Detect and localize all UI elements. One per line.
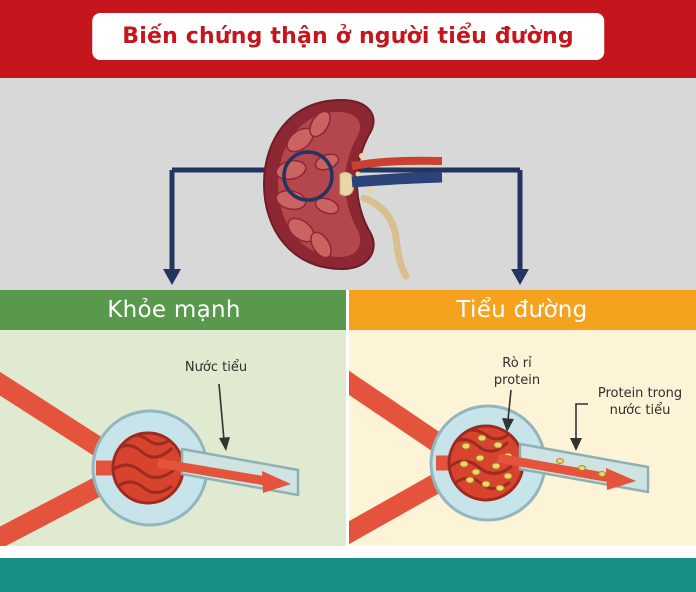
protein-urine-label-arrow xyxy=(570,403,588,451)
flow-arrowhead xyxy=(262,471,291,493)
diabetes-body: Rò rỉ protein Protein trong nước tiểu xyxy=(348,330,696,546)
diabetes-header-label: Tiểu đường xyxy=(456,297,588,323)
magnifier-circle xyxy=(282,150,334,202)
panel-divider xyxy=(346,290,349,546)
diabetic-glomerulus-illustration xyxy=(348,370,650,545)
urine-label: Nước tiểu xyxy=(184,360,248,375)
title-banner: Biến chứng thận ở người tiểu đường xyxy=(0,0,696,78)
panel-healthy: Khỏe mạnh xyxy=(0,290,348,546)
protein-leak-label: Rò rỉ protein xyxy=(493,356,541,388)
urine-label-arrow xyxy=(218,383,230,451)
kidney-illustration xyxy=(163,98,529,285)
gap-strip xyxy=(0,546,696,558)
title-box: Biến chứng thận ở người tiểu đường xyxy=(92,13,604,60)
leak-label-arrow xyxy=(502,389,514,432)
protein-in-urine-label: Protein trong nước tiểu xyxy=(597,386,683,418)
flow-arrowhead xyxy=(606,468,636,490)
protein-granules xyxy=(459,434,513,492)
renal-pyramids xyxy=(275,110,340,259)
down-arrow-left xyxy=(163,269,181,285)
urine-flow xyxy=(157,458,267,486)
healthy-body: Nước tiểu xyxy=(0,330,348,546)
ureter xyxy=(360,194,410,280)
panel-diabetes: Tiểu đường xyxy=(348,290,696,546)
footer-bar xyxy=(0,558,696,592)
healthy-glomerulus-illustration xyxy=(0,371,300,546)
kidney-section xyxy=(0,78,696,290)
renal-artery xyxy=(351,156,443,170)
healthy-header: Khỏe mạnh xyxy=(0,290,348,330)
protein-in-tubule xyxy=(556,458,606,477)
renal-pelvis xyxy=(339,171,355,197)
urine-flow xyxy=(497,453,611,483)
healthy-header-label: Khỏe mạnh xyxy=(107,297,241,323)
kidney xyxy=(262,98,443,280)
hilum-fat xyxy=(355,153,373,193)
diabetes-header: Tiểu đường xyxy=(348,290,696,330)
down-arrow-right xyxy=(511,269,529,285)
renal-vein xyxy=(351,171,443,188)
page-title: Biến chứng thận ở người tiểu đường xyxy=(122,24,574,49)
comparison-panels: Khỏe mạnh xyxy=(0,290,696,546)
